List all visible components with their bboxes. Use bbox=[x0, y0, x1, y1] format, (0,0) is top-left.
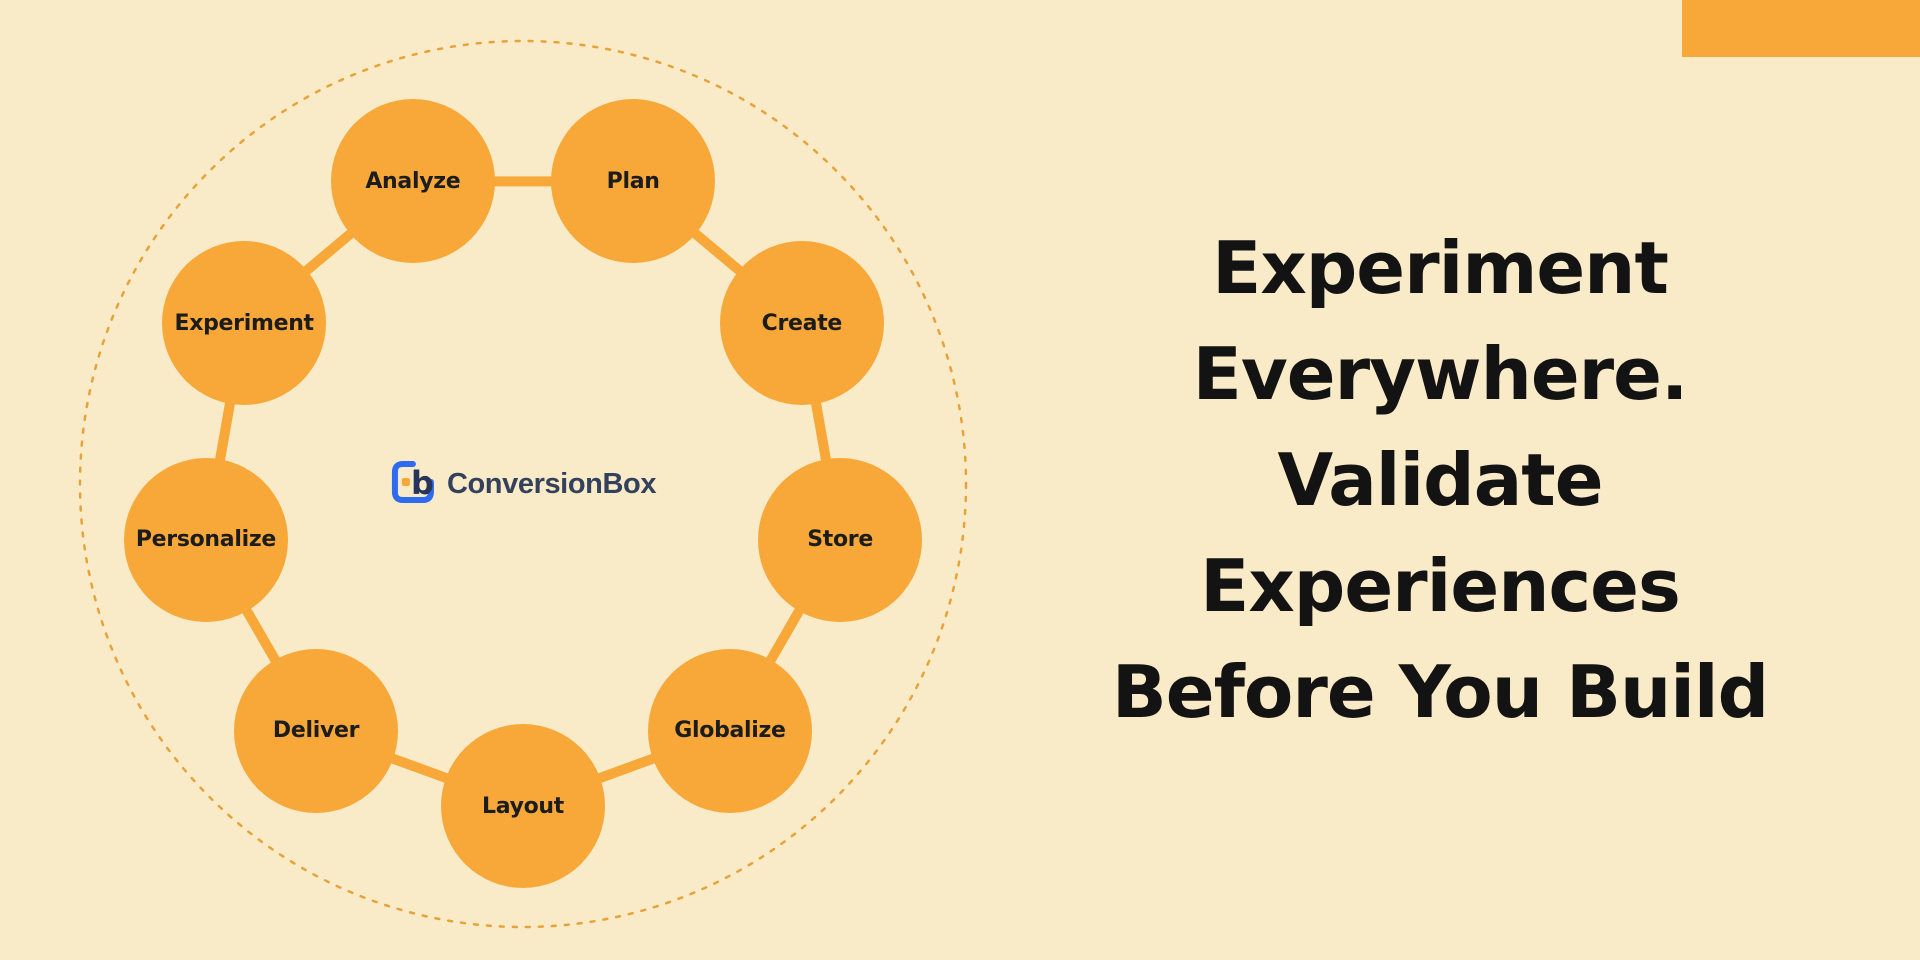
svg-text:b: b bbox=[411, 464, 434, 502]
brand-logo: b ConversionBox bbox=[390, 459, 656, 509]
corner-accent-bar bbox=[1682, 0, 1920, 57]
step-circle-personalize: Personalize bbox=[123, 457, 288, 622]
step-circle-plan: Plan bbox=[551, 99, 716, 264]
headline-line: Everywhere. bbox=[1192, 332, 1689, 416]
step-circle-create: Create bbox=[719, 241, 884, 405]
step-label: Deliver bbox=[272, 718, 360, 744]
step-circle-globalize: Globalize bbox=[647, 648, 812, 813]
headline-line: Experiences bbox=[1200, 544, 1681, 628]
dashed-outer-ring bbox=[78, 39, 968, 929]
step-label: Analyze bbox=[365, 168, 461, 194]
step-circle-analyze: Analyze bbox=[330, 99, 495, 264]
step-label: Store bbox=[807, 527, 873, 553]
step-circle-experiment: Experiment bbox=[162, 241, 327, 405]
step-circle-store: Store bbox=[758, 457, 923, 622]
headline-line: Before You Build bbox=[1111, 650, 1769, 734]
step-label: Create bbox=[761, 310, 843, 336]
step-label: Experiment bbox=[174, 310, 314, 336]
headline-line: Experiment bbox=[1212, 226, 1669, 310]
step-circle-deliver: Deliver bbox=[234, 648, 399, 813]
step-label: Globalize bbox=[674, 718, 786, 744]
step-label: Personalize bbox=[135, 527, 276, 553]
headline-line: Validate bbox=[1277, 438, 1603, 522]
conversionbox-logo-icon: b bbox=[390, 459, 436, 509]
brand-name: ConversionBox bbox=[446, 467, 657, 500]
step-circle-layout: Layout bbox=[441, 724, 605, 888]
step-label: Layout bbox=[481, 793, 565, 819]
step-label: Plan bbox=[606, 168, 660, 194]
